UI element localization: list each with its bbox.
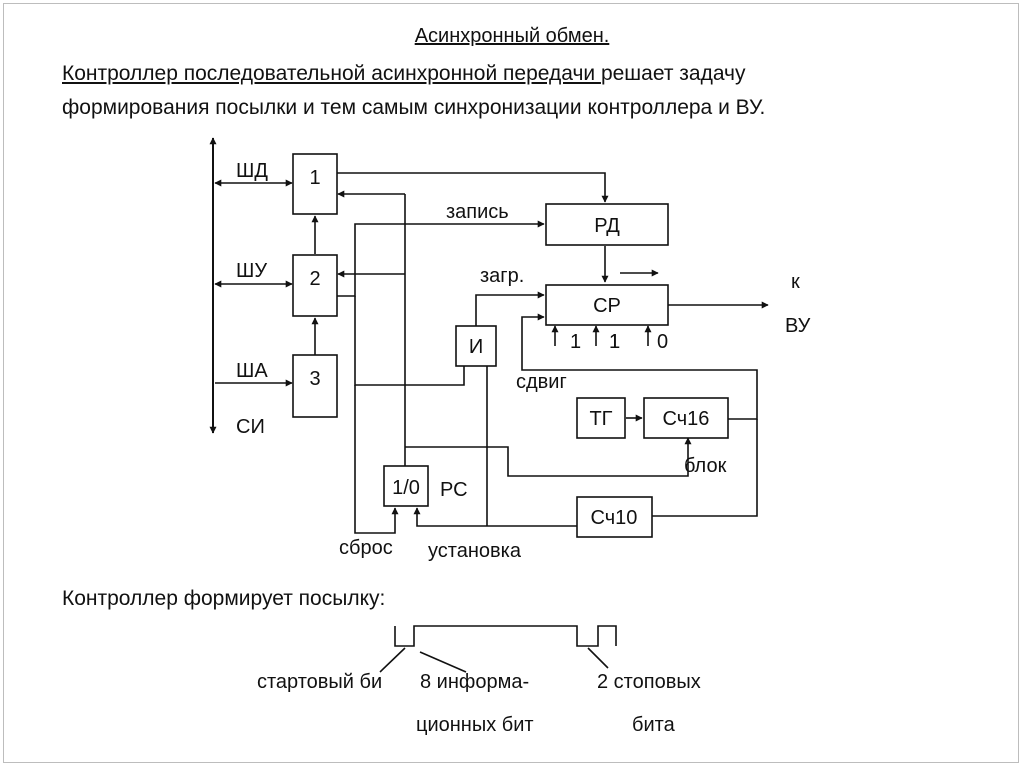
start-bit-pointer: [379, 647, 406, 673]
block-2: [292, 254, 338, 317]
sr-bit-3: 1: [609, 331, 620, 353]
intro-rest-text: решает задачу: [600, 62, 746, 85]
sr-bit-2: 1: [609, 331, 620, 353]
blok-label: блок: [684, 455, 727, 477]
shu-label: ШУ: [236, 260, 267, 282]
slide-title: Асинхронный обмен.: [414, 25, 610, 47]
intro-line-1: Контроллер последовательной асинхронной …: [62, 62, 746, 86]
sbros-line: [354, 385, 399, 534]
c16-counter: [643, 397, 729, 439]
block-3: [292, 354, 338, 418]
stop-bits-pointer: [587, 647, 609, 669]
info-bits-pointer: [419, 651, 467, 673]
intro-underlined-text: Контроллер последовательной асинхронной …: [62, 62, 601, 85]
zagr-line: [475, 291, 545, 326]
sr-label: СР: [593, 295, 621, 317]
rs-trigger: [383, 465, 429, 507]
sdvig-label: сдвиг: [516, 371, 567, 393]
stop-bits-label-2: бита: [632, 714, 676, 736]
sr-bit-4: 0: [657, 331, 668, 353]
info-bits-label-1: 8 информа-: [420, 671, 529, 693]
c10-counter: [576, 496, 653, 538]
intro-line-2: формирования посылки и тем самым синхрон…: [62, 96, 766, 119]
c16-label: Сч16: [663, 408, 710, 430]
block-2-label: 2: [309, 268, 320, 290]
slide-frame: [3, 3, 1019, 763]
ustanovka-label: установка: [428, 540, 522, 562]
rd-label: РД: [594, 215, 620, 237]
b3-to-and-line: [354, 296, 465, 386]
start-bit-label: стартовый би: [257, 671, 382, 693]
k-label: к: [791, 271, 800, 293]
block-1-label: 1: [309, 167, 320, 189]
zagr-label: загр.: [480, 265, 524, 287]
blok-line: [405, 437, 692, 477]
zapis-label: запись: [446, 201, 509, 223]
si-label: СИ: [236, 416, 265, 438]
rs-label: РС: [440, 479, 468, 501]
b1-to-rd-line: [337, 172, 609, 203]
c10-label: Сч10: [591, 507, 638, 529]
frame-heading: Контроллер формирует посылку:: [62, 587, 386, 610]
stop-bits-label-1: 2 стоповых: [597, 671, 701, 693]
zapis-line: [337, 220, 545, 297]
block-1: [292, 153, 338, 215]
shd-label: ШД: [236, 160, 268, 182]
rs-block-label: 1/0: [392, 477, 420, 499]
and-label: И: [469, 336, 483, 358]
sr-shift-register: [545, 284, 669, 326]
c16-to-c10-line: [652, 419, 758, 517]
info-bits-label-2: ционных бит: [416, 714, 534, 736]
sbros-label: сброс: [339, 537, 393, 559]
block-3-label: 3: [309, 368, 320, 390]
sr-bit-1: 1: [570, 331, 581, 353]
frame-waveform: [394, 625, 617, 647]
tg-label: ТГ: [589, 408, 612, 430]
ustanovka-line: [413, 507, 487, 527]
sdvig-line: [521, 313, 758, 420]
sha-label: ША: [236, 360, 268, 382]
rd-register: [545, 203, 669, 246]
tg-generator: [576, 397, 626, 439]
vu-label: ВУ: [785, 315, 811, 337]
and-gate: [455, 325, 497, 367]
